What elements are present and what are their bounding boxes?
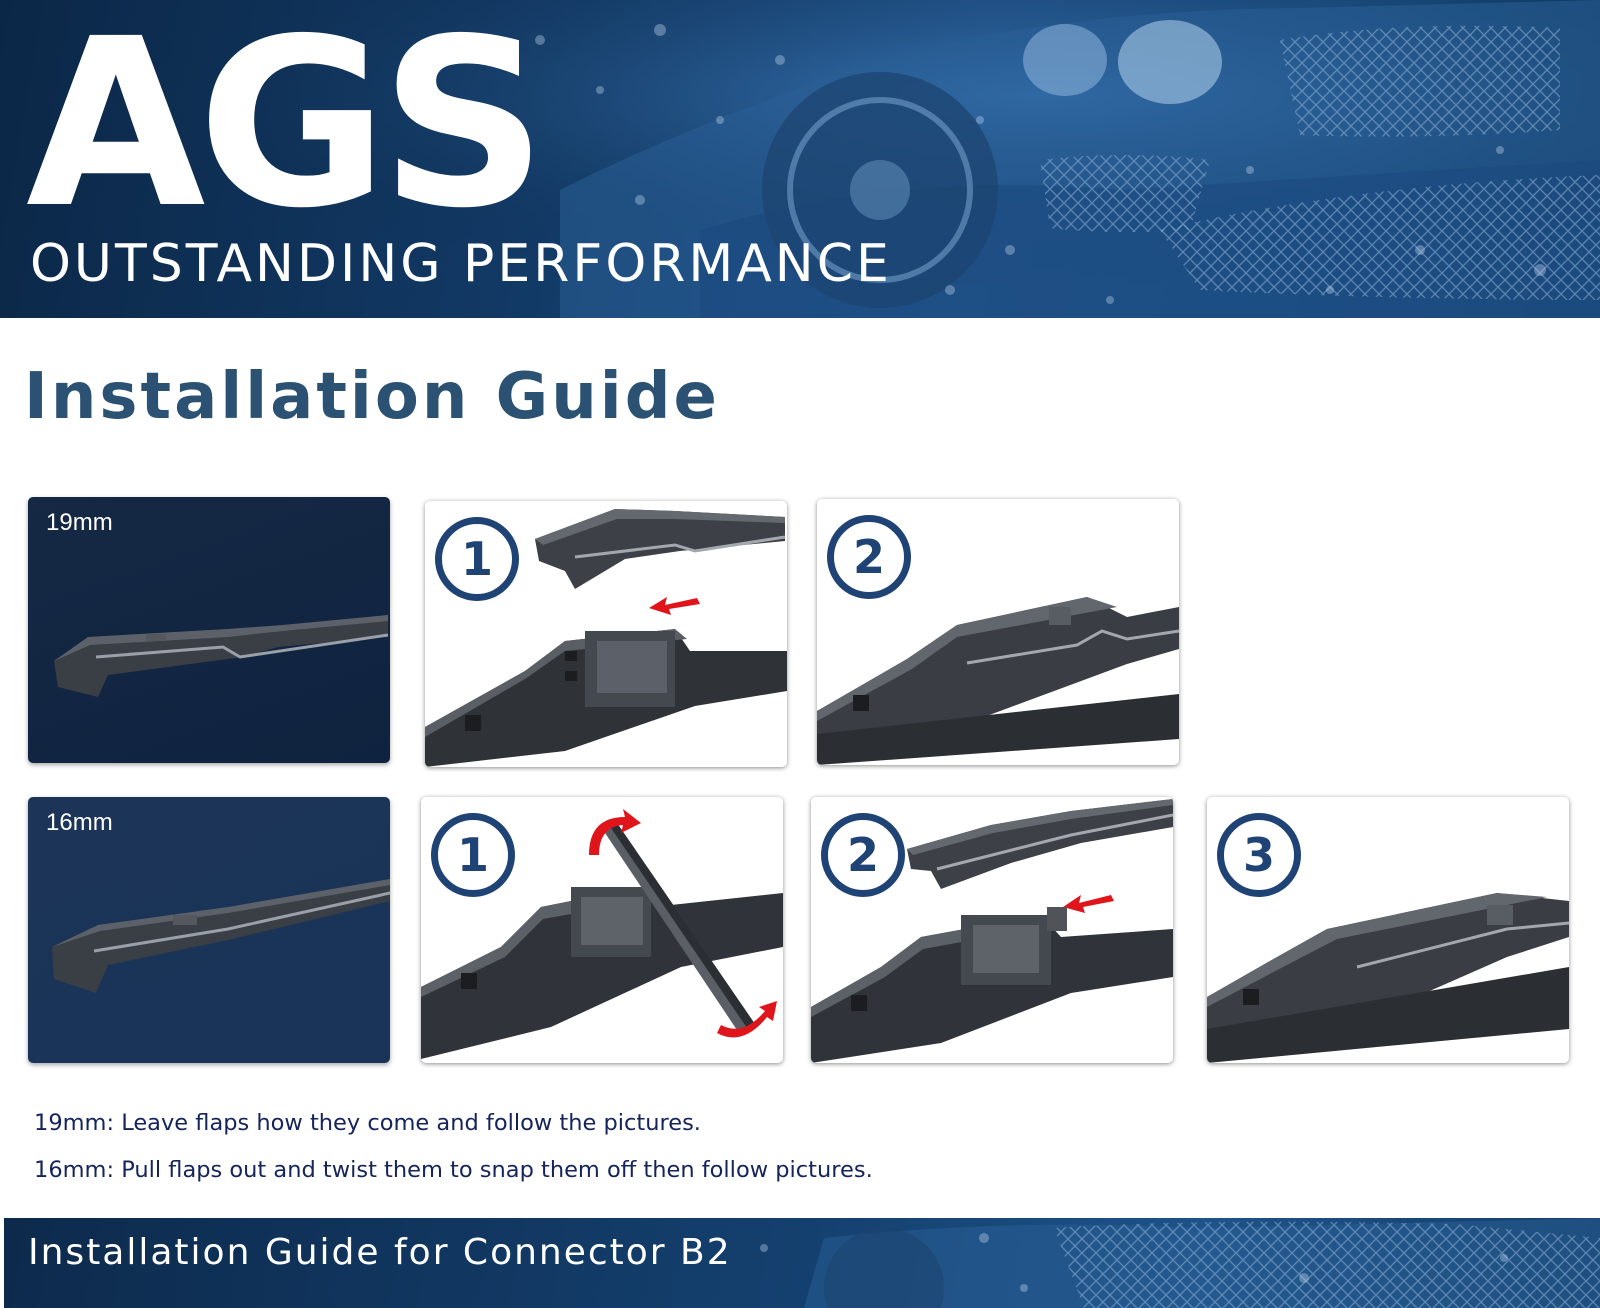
step-number-badge: 1 [431,813,515,897]
16mm-adapter-image [52,879,390,993]
instruction-notes: 19mm: Leave flaps how they come and foll… [34,1100,873,1194]
note-16mm: 16mm: Pull flaps out and twist them to s… [34,1157,873,1183]
step-card-16mm-3: 3 [1207,797,1569,1063]
step-illustration [817,597,1179,765]
brand-tagline: OUTSTANDING PERFORMANCE [30,234,892,294]
step-number-badge: 1 [435,517,519,601]
step-card-16mm-2: 2 [811,797,1173,1063]
step-number-badge: 2 [821,813,905,897]
step-card-19mm-2: 2 [817,499,1179,765]
size-label: 16mm [46,809,113,836]
note-19mm: 19mm: Leave flaps how they come and foll… [34,1110,701,1136]
size-label: 19mm [46,509,113,536]
step-number-badge: 3 [1217,813,1301,897]
step-number-badge: 2 [827,515,911,599]
step-illustration [421,809,783,1059]
footer-title: Installation Guide for Connector B2 [28,1232,732,1273]
19mm-adapter-image [54,615,389,697]
car-background-image [0,0,1600,318]
page-title: Installation Guide [24,360,720,434]
header-banner: AGS OUTSTANDING PERFORMANCE [0,0,1600,318]
step-illustration [425,509,787,767]
brand-logo: AGS [26,0,547,259]
footer-banner: Installation Guide for Connector B2 [4,1218,1600,1308]
step-card-19mm-1: 1 [425,501,787,767]
step-illustration [1207,893,1569,1063]
step-card-16mm-1: 1 [421,797,783,1063]
car-background-image [760,1218,1600,1308]
size-panel-19mm: 19mm [28,497,390,763]
step-illustration [811,799,1173,1063]
size-panel-16mm: 16mm [28,797,390,1063]
